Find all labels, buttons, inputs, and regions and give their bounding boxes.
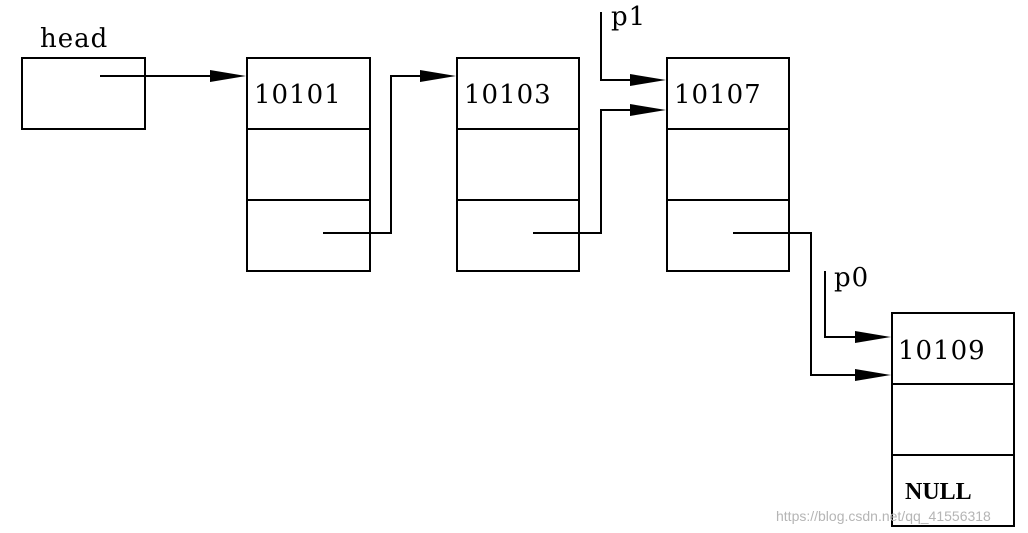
node1-next-arrow [323,75,424,234]
node-10103: 10103 [456,57,580,272]
node2-next-arrow [533,109,634,234]
p1-arrow [600,12,634,81]
head-pointer-box [21,57,146,130]
p1-label: p1 [611,2,646,32]
node-num: 10107 [674,80,762,110]
node-10107: 10107 [666,57,790,272]
node-num: 10101 [254,80,342,110]
node-num: 10109 [898,336,986,366]
null-label: NULL [905,479,972,505]
arrowhead [630,104,666,116]
p0-arrow [824,271,859,338]
arrowhead [420,70,456,82]
arrowhead [855,369,891,381]
node3-next-arrow [733,232,859,376]
arrowhead [210,70,246,82]
node-10109: 10109 NULL [891,312,1015,527]
arrowhead [630,74,666,86]
head-label: head [40,24,108,54]
watermark: https://blog.csdn.net/qq_41556318 [776,508,991,524]
node-num: 10103 [464,80,552,110]
p0-label: p0 [834,263,869,293]
arrowhead [855,331,891,343]
node-10101: 10101 [246,57,371,272]
